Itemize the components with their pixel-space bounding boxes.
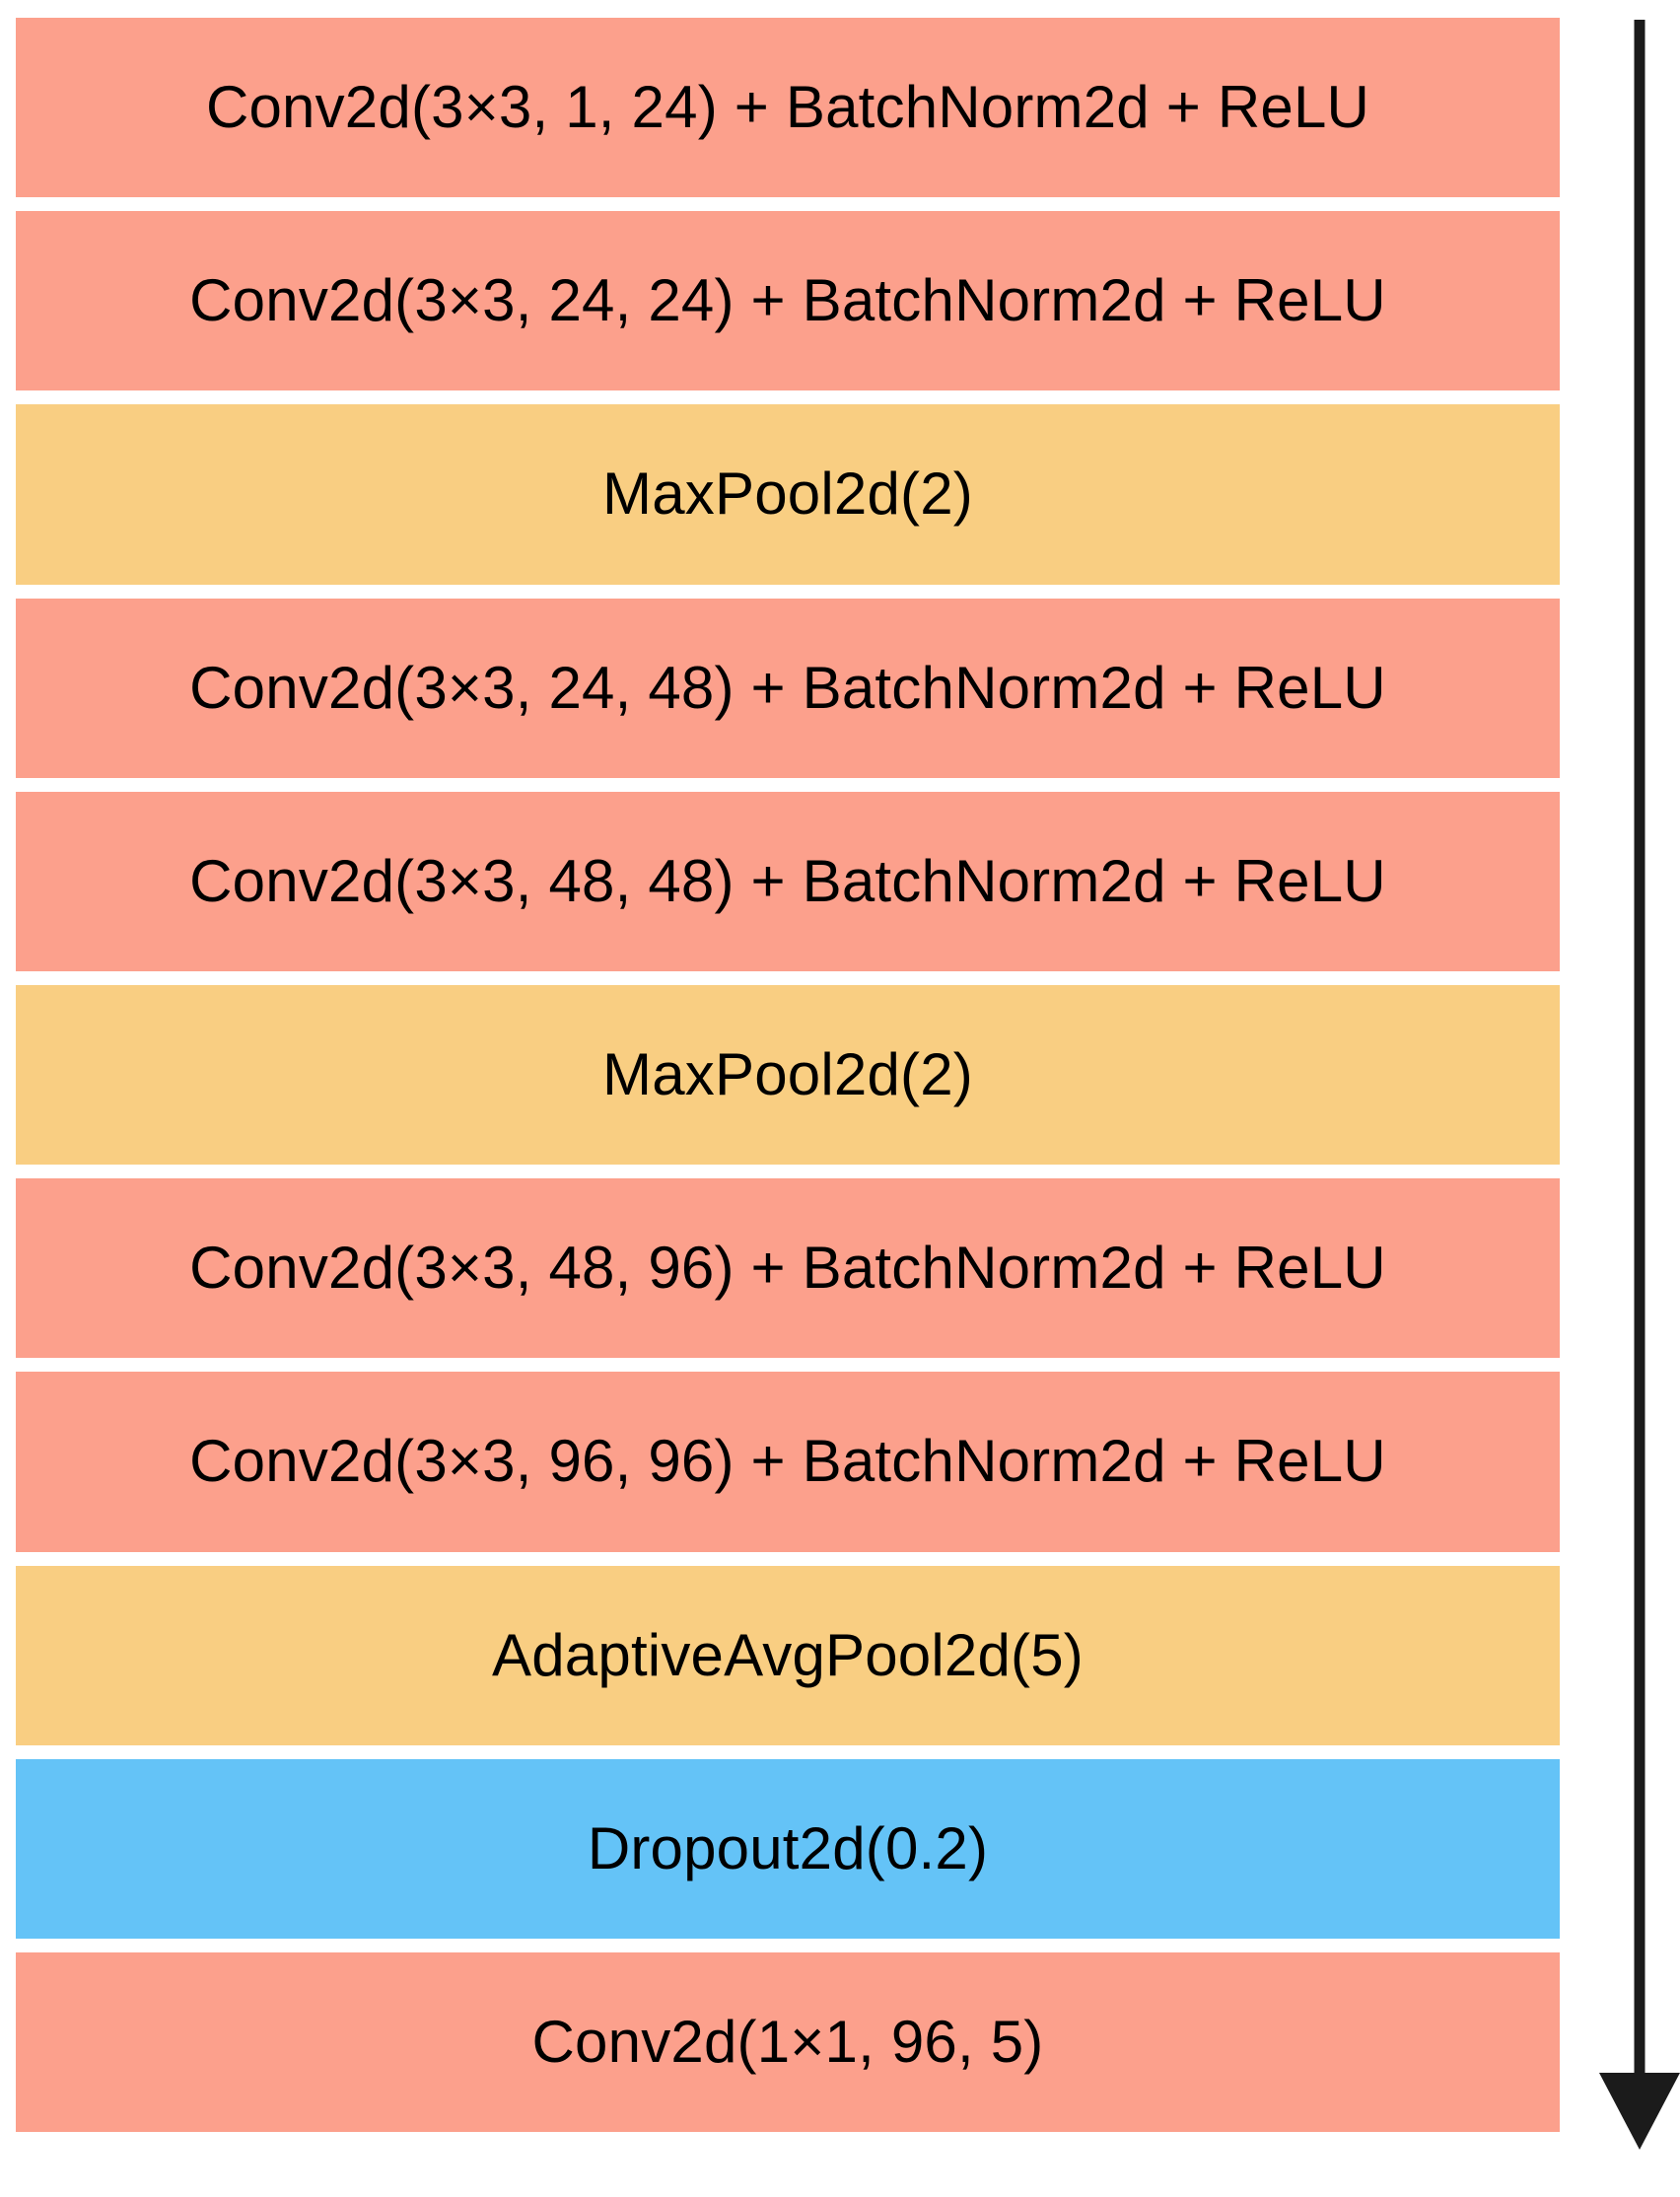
layer-stack: Conv2d(3×3, 1, 24) + BatchNorm2d + ReLU C… — [16, 18, 1560, 2133]
layer-block-conv[interactable]: Conv2d(1×1, 96, 5) — [16, 1951, 1560, 2133]
layer-label: Conv2d(3×3, 96, 96) + BatchNorm2d + ReLU — [189, 1428, 1386, 1495]
layer-label: Conv2d(3×3, 24, 24) + BatchNorm2d + ReLU — [189, 267, 1386, 334]
layer-label: Conv2d(3×3, 48, 96) + BatchNorm2d + ReLU — [189, 1235, 1386, 1302]
flow-arrow-head — [1599, 2073, 1680, 2150]
layer-block-conv[interactable]: Conv2d(3×3, 48, 96) + BatchNorm2d + ReLU — [16, 1178, 1560, 1359]
downward-flow-arrow — [1599, 20, 1680, 2150]
layer-block-conv[interactable]: Conv2d(3×3, 24, 24) + BatchNorm2d + ReLU — [16, 211, 1560, 391]
layer-block-dropout[interactable]: Dropout2d(0.2) — [16, 1758, 1560, 1939]
layer-block-pool[interactable]: MaxPool2d(2) — [16, 984, 1560, 1166]
layer-label: Conv2d(3×3, 48, 48) + BatchNorm2d + ReLU — [189, 847, 1386, 914]
layer-block-conv[interactable]: Conv2d(3×3, 96, 96) + BatchNorm2d + ReLU — [16, 1372, 1560, 1552]
layer-label: Conv2d(3×3, 1, 24) + BatchNorm2d + ReLU — [205, 74, 1370, 141]
layer-label: Conv2d(3×3, 24, 48) + BatchNorm2d + ReLU — [189, 654, 1386, 721]
layer-block-conv[interactable]: Conv2d(3×3, 1, 24) + BatchNorm2d + ReLU — [16, 18, 1560, 198]
layer-label: Dropout2d(0.2) — [587, 1814, 989, 1881]
layer-label: Conv2d(1×1, 96, 5) — [531, 2008, 1044, 2075]
layer-block-pool[interactable]: MaxPool2d(2) — [16, 404, 1560, 585]
layer-block-conv[interactable]: Conv2d(3×3, 48, 48) + BatchNorm2d + ReLU — [16, 791, 1560, 971]
layer-block-conv[interactable]: Conv2d(3×3, 24, 48) + BatchNorm2d + ReLU — [16, 598, 1560, 778]
layer-block-pool[interactable]: AdaptiveAvgPool2d(5) — [16, 1565, 1560, 1745]
layer-label: MaxPool2d(2) — [602, 461, 973, 528]
layer-label: MaxPool2d(2) — [602, 1041, 973, 1108]
layer-label: AdaptiveAvgPool2d(5) — [492, 1621, 1084, 1688]
